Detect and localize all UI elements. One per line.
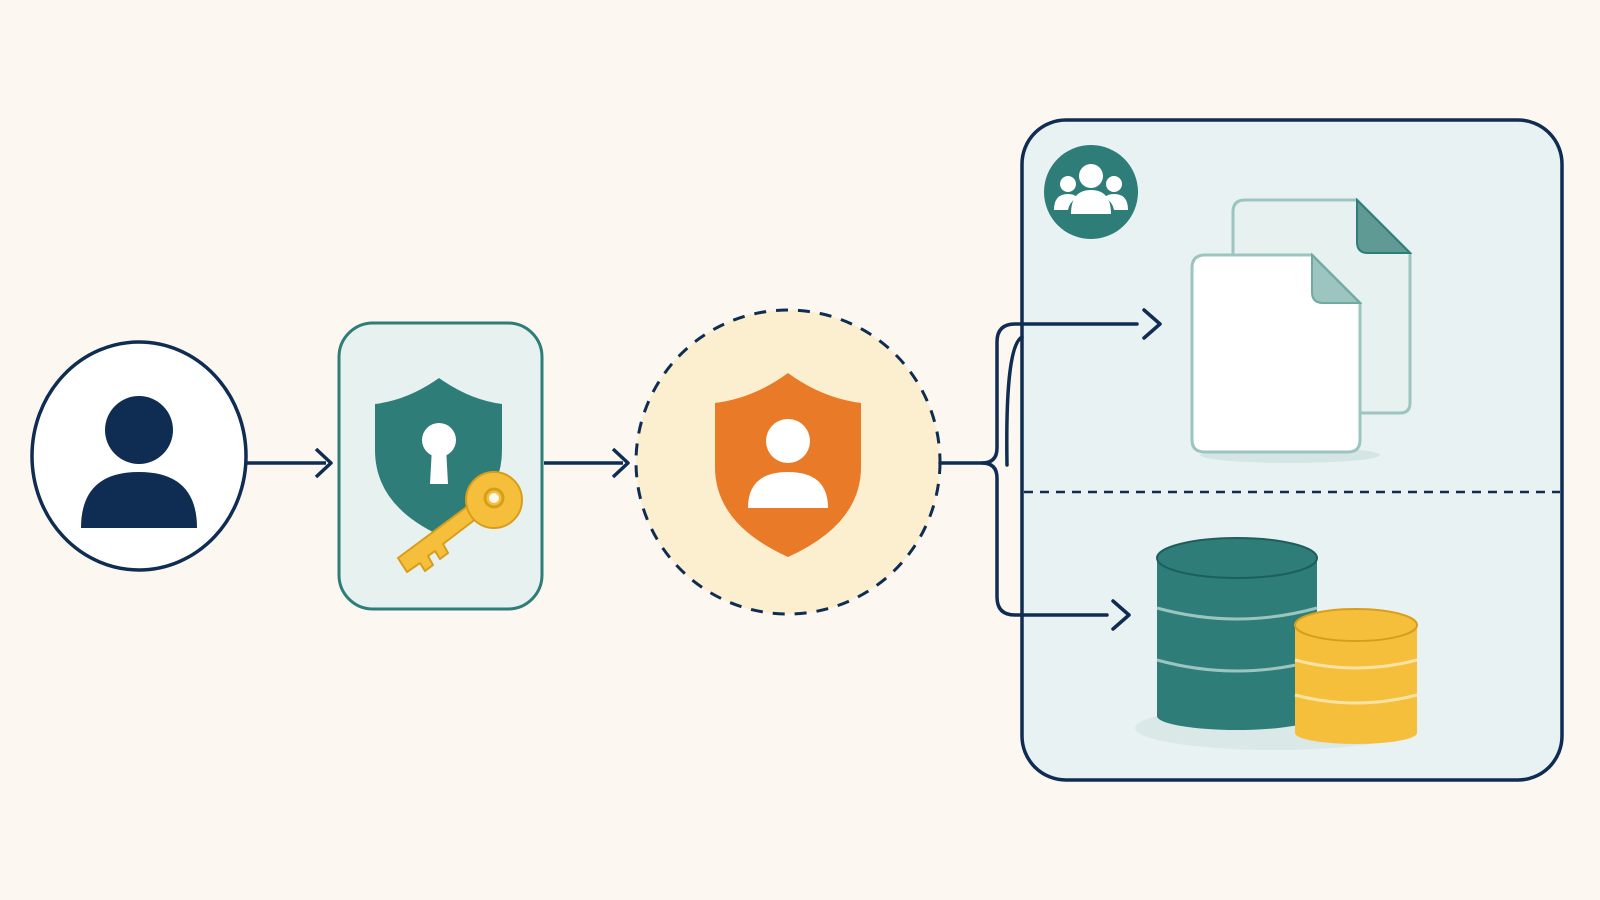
- shield-user-icon: [715, 373, 861, 557]
- arrow-user-to-auth: [247, 447, 333, 479]
- branch-stem-outer: [1005, 335, 1024, 467]
- arrow-to-documents: [1142, 308, 1162, 340]
- user-icon: [81, 396, 197, 528]
- group-icon: [1044, 145, 1138, 239]
- key-icon: [397, 471, 523, 573]
- documents-icon: [1190, 197, 1413, 463]
- authorization-node: [634, 308, 942, 616]
- user-node: [30, 340, 248, 572]
- arrow-auth-to-authorization: [544, 447, 630, 479]
- authentication-node: [337, 321, 544, 611]
- arrow-to-database: [1111, 599, 1131, 631]
- branch-lower: [980, 461, 1109, 617]
- resources-panel: [1020, 118, 1564, 782]
- branch-connector: [938, 308, 1162, 631]
- database-icon: [1135, 537, 1418, 750]
